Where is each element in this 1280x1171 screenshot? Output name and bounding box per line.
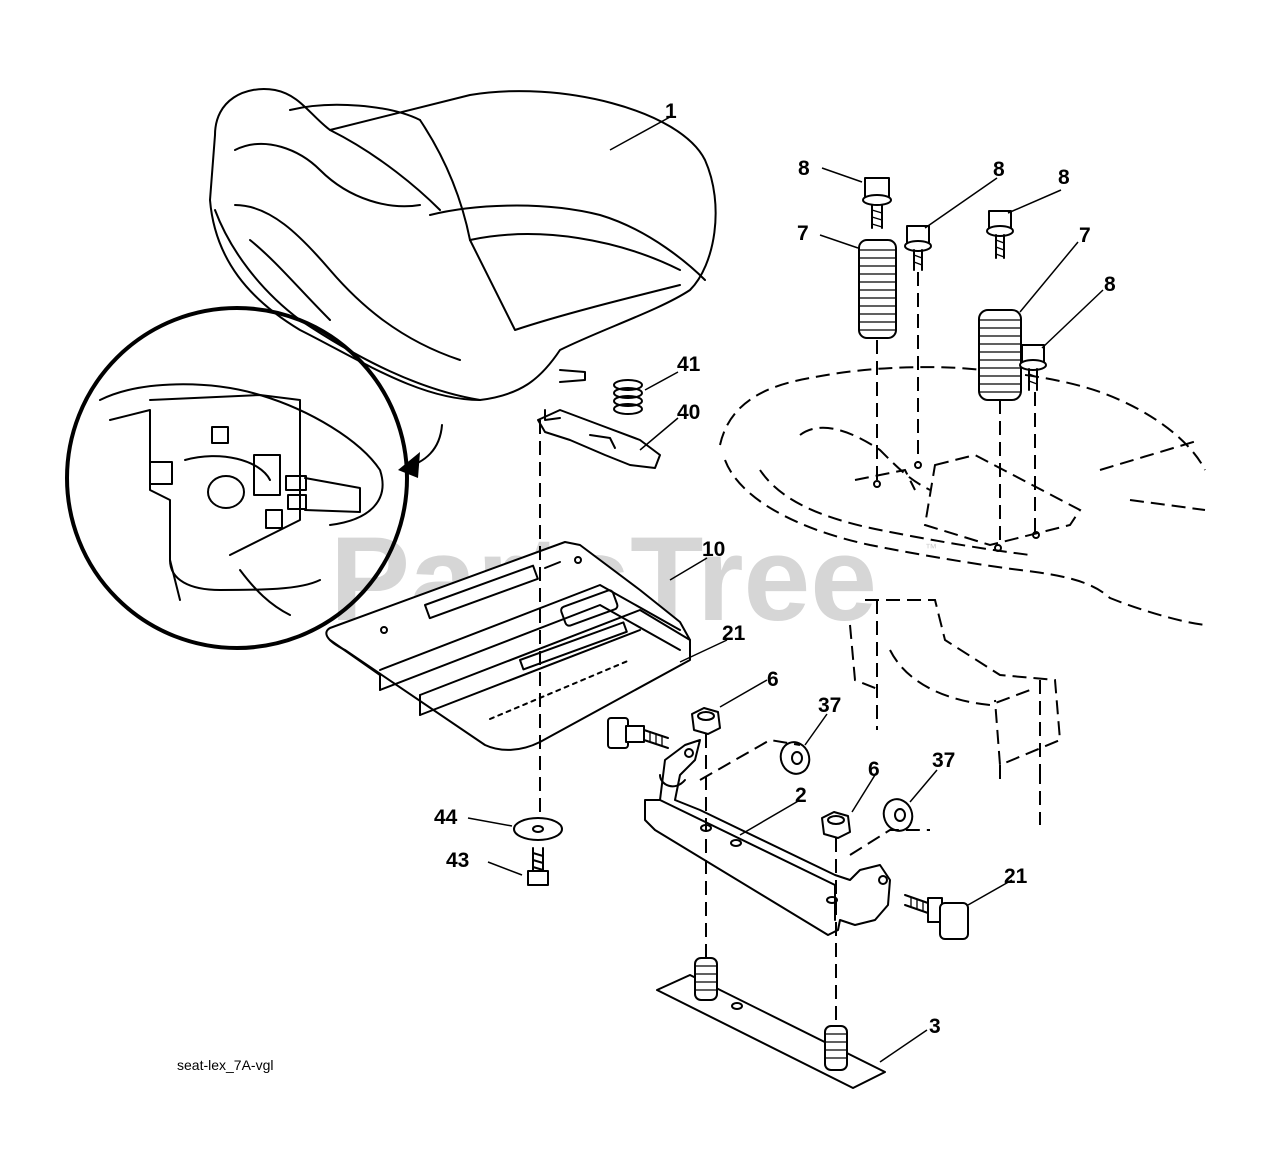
- washer: [513, 817, 563, 841]
- watermark-trademark: ™: [925, 541, 937, 555]
- screw: [527, 847, 549, 886]
- lock-nut-right: [882, 798, 914, 832]
- inset-detail-view: [65, 306, 409, 650]
- bracket: [644, 739, 891, 936]
- leader-lines: [467, 116, 1104, 1063]
- callout-8: 8: [1058, 166, 1070, 189]
- seat: [209, 88, 717, 401]
- callout-40: 40: [677, 401, 700, 424]
- nut-right: [821, 811, 851, 839]
- callout-8: 8: [993, 158, 1005, 181]
- fender-outline: [719, 366, 1206, 780]
- shoulder-bolt-right: [904, 894, 969, 940]
- callout-44: 44: [434, 806, 458, 829]
- base-plate: [656, 957, 886, 1089]
- callout-37: 37: [818, 694, 841, 717]
- lock-nut-left: [779, 741, 811, 775]
- callout-43: 43: [446, 849, 469, 872]
- seat-pan: [325, 541, 691, 751]
- callout-8: 8: [798, 157, 810, 180]
- shoulder-bolt-left: [607, 717, 669, 749]
- callout-37: 37: [932, 749, 955, 772]
- callout-6: 6: [767, 668, 779, 691]
- callout-2: 2: [795, 784, 807, 807]
- diagram-caption: seat-lex_7A-vgl: [177, 1057, 274, 1073]
- callout-1: 1: [665, 100, 677, 123]
- bolt-a: [862, 177, 892, 229]
- bolt-c: [986, 210, 1014, 259]
- switch-bracket: [537, 409, 661, 469]
- callout-10: 10: [702, 538, 725, 561]
- callout-labels: 1 2 3 6 6 7 7 8 8 8 8 10 21 21 37 37 40 …: [434, 100, 1116, 1038]
- callout-7: 7: [797, 222, 809, 245]
- callout-3: 3: [929, 1015, 941, 1038]
- bolt-d: [1019, 344, 1047, 391]
- small-spring: [613, 379, 643, 415]
- bolt-b: [904, 225, 932, 271]
- callout-7: 7: [1079, 224, 1091, 247]
- spring-right: [978, 309, 1022, 401]
- nut-left: [691, 707, 721, 735]
- spring-left: [858, 239, 897, 339]
- callout-41: 41: [677, 353, 701, 376]
- callout-21: 21: [722, 622, 746, 645]
- callout-6: 6: [868, 758, 880, 781]
- callout-8: 8: [1104, 273, 1116, 296]
- curved-arrow-icon: [398, 424, 443, 478]
- callout-21: 21: [1004, 865, 1028, 888]
